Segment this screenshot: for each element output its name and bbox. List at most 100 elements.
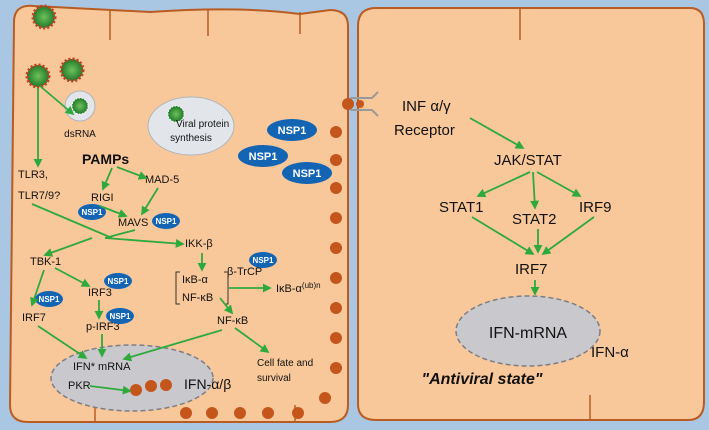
nfkb-complex-label: NF-κB xyxy=(182,292,213,304)
arrow xyxy=(536,171,582,197)
ifn-dot xyxy=(330,362,342,374)
ifn-dot xyxy=(330,242,342,254)
ifn-dot xyxy=(206,407,218,419)
right-nucleus xyxy=(455,295,601,367)
stat2-label: STAT2 xyxy=(512,211,556,228)
cell-fate-label-line1: Cell fate and xyxy=(257,358,313,369)
svg-text:NSP1: NSP1 xyxy=(293,168,322,180)
left-pathway-arrows xyxy=(30,85,272,395)
dsrna-vesicle xyxy=(64,90,96,122)
virus-icon xyxy=(167,105,185,123)
left-nucleus xyxy=(50,344,214,412)
ifn-a-label: IFN-α xyxy=(591,344,629,361)
viral-protein-label-line1: Viral protein xyxy=(176,119,229,130)
arrow xyxy=(219,297,234,315)
virus-icon xyxy=(59,57,85,83)
arrow xyxy=(31,203,113,239)
nsp1-protein: NSP1 xyxy=(249,252,277,268)
ifn-dot xyxy=(330,182,342,194)
mad5-label: MAD-5 xyxy=(145,174,179,186)
arrow xyxy=(43,237,93,257)
antiviral-state-label: "Antiviral state" xyxy=(422,371,543,388)
tlr-label-line2: TLR7/9? xyxy=(18,190,60,202)
arrow xyxy=(101,167,113,191)
right-pathway-arrows xyxy=(469,117,595,296)
tlr-label-line1: TLR3, xyxy=(18,169,48,181)
ifn-dot xyxy=(262,407,274,419)
nsp1-protein: NSP1 xyxy=(78,204,106,220)
svg-text:NSP1: NSP1 xyxy=(82,208,103,217)
jakstat-label: JAK/STAT xyxy=(494,152,562,169)
ifn-dot xyxy=(330,154,342,166)
ifn-dot xyxy=(145,380,157,392)
arrow xyxy=(541,216,595,256)
svg-text:NSP1: NSP1 xyxy=(108,277,129,286)
virus-icon xyxy=(25,63,51,89)
nsp1-protein: NSP1 xyxy=(104,273,132,289)
arrow xyxy=(30,269,45,307)
receptor-label-line1: INF α/γ xyxy=(402,98,451,115)
complex-bracket xyxy=(224,271,229,305)
receptor-label-line2: Receptor xyxy=(394,122,455,139)
arrow xyxy=(37,325,88,359)
ifn-dot xyxy=(330,332,342,344)
ifn-dot xyxy=(234,407,246,419)
arrow xyxy=(104,229,136,239)
ifn-dot xyxy=(330,272,342,284)
pkr-label: PKR xyxy=(68,380,91,392)
nfkb-label: NF-κB xyxy=(217,315,248,327)
mavs-label: MAVS xyxy=(118,217,148,229)
ifn-dot xyxy=(330,126,342,138)
pirf3-label: p-IRF3 xyxy=(86,321,120,333)
pamps-label: PAMPs xyxy=(82,151,129,167)
ifn-receptor-shape xyxy=(350,91,379,117)
arrow xyxy=(116,166,148,180)
irf3-label: IRF3 xyxy=(88,287,112,299)
svg-text:NSP1: NSP1 xyxy=(110,312,131,321)
ifn-dot xyxy=(160,379,172,391)
nsp1-protein: NSP1 xyxy=(282,162,332,184)
arrow xyxy=(234,327,270,354)
svg-text:NSP1: NSP1 xyxy=(156,217,177,226)
arrow xyxy=(476,171,531,198)
arrow xyxy=(99,205,128,218)
ifn-dot xyxy=(130,384,142,396)
arrow xyxy=(122,329,223,362)
ifn-dot xyxy=(330,302,342,314)
irf7-left-label: IRF7 xyxy=(22,312,46,324)
cell-fate-label-line2: survival xyxy=(257,373,291,384)
arrow xyxy=(141,187,159,216)
ifn-ab-label: IFN-α/β xyxy=(184,376,231,392)
svg-text:NSP1: NSP1 xyxy=(39,295,60,304)
svg-text:NSP1: NSP1 xyxy=(253,256,274,265)
virus-icon xyxy=(71,97,89,115)
arrow xyxy=(471,216,535,255)
arrow xyxy=(530,171,540,210)
rigi-label: RIGI xyxy=(91,192,114,204)
ikkb-label: IKK-β xyxy=(185,238,213,250)
virus-icon xyxy=(31,4,57,30)
nsp1-protein: NSP1 xyxy=(152,213,180,229)
ifn-dot xyxy=(292,407,304,419)
ifn-dot xyxy=(180,407,192,419)
ifn-dot xyxy=(342,98,354,110)
viral-protein-label-line2: synthesis xyxy=(170,133,212,144)
irf7-right-label: IRF7 xyxy=(515,261,548,278)
dsrna-label: dsRNA xyxy=(64,129,96,140)
irf9-label: IRF9 xyxy=(579,199,612,216)
tbk1-label: TBK-1 xyxy=(30,256,61,268)
nsp1-protein: NSP1 xyxy=(35,291,63,307)
ifn-mrna-left-label: IFN* mRNA xyxy=(73,361,131,373)
arrow xyxy=(89,385,132,395)
nsp1-protein: NSP1 xyxy=(106,308,134,324)
nsp1-protein: NSP1 xyxy=(238,145,288,167)
complex-bracket xyxy=(175,271,180,305)
arrow xyxy=(54,267,91,287)
ifn-dot xyxy=(319,392,331,404)
ifn-mrna-right-label: IFN-mRNA xyxy=(489,325,568,342)
arrow xyxy=(104,237,185,248)
btrcp-label: β-TrCP xyxy=(227,266,262,278)
arrow xyxy=(469,117,525,149)
stat1-label: STAT1 xyxy=(439,199,483,216)
